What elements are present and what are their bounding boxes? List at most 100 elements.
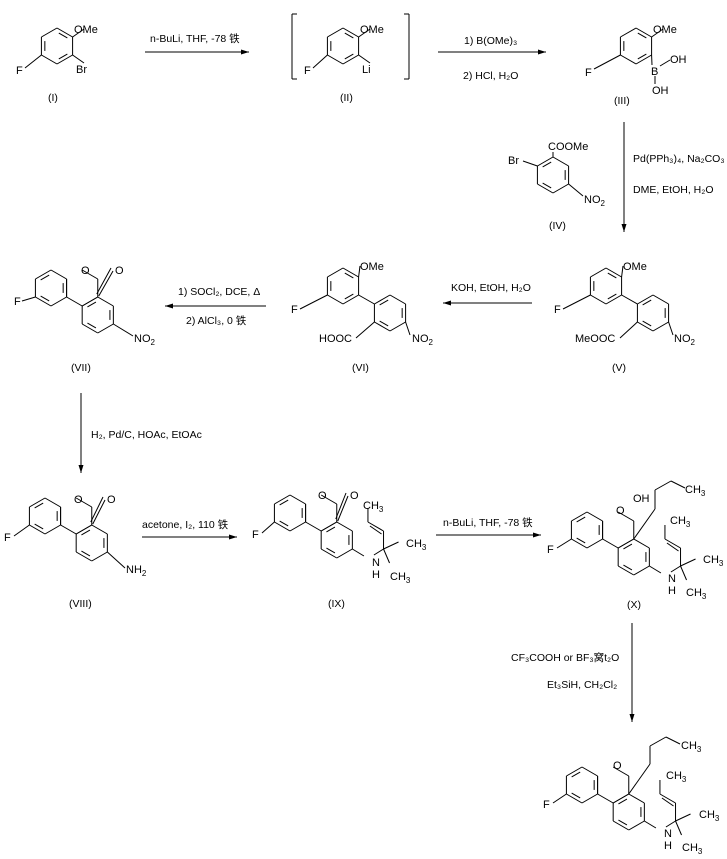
compound-VIII: O O F NH2 (VIII) (4, 494, 147, 610)
compound-V-ring-a-bond (590, 267, 607, 278)
bond (568, 183, 584, 197)
compound-label: (VIII) (69, 598, 92, 610)
substituent-ester: COOMe (548, 141, 588, 153)
butyl-terminal-methyl: CH3 (681, 740, 702, 754)
compound-final-ring-c-double-bond (618, 819, 628, 826)
compound-VI-ring-a-bond (327, 294, 344, 305)
step-2-condition-2: 2) HCl, H₂O (463, 70, 518, 82)
compound-X-ring-a-bond (586, 511, 603, 522)
compound-V-ring-b-bond (652, 321, 669, 332)
compound-VIII-ring-c-bond (91, 524, 108, 535)
compound-label: (I) (48, 92, 58, 104)
compound-final-dhq-bond (659, 793, 676, 804)
substituent-li: Li (362, 64, 371, 76)
bond (358, 294, 375, 305)
compound-final-ring-c-bond (628, 820, 645, 831)
compound-X-lactone-bond (602, 538, 619, 549)
substituent-ome: OMe (360, 24, 384, 36)
compound-X-ring-c-bond (633, 565, 650, 576)
compound-final-ring-c-bond (612, 820, 630, 831)
compound-IV: COOMe Br NO2 (IV) (508, 141, 606, 232)
compound-final-dhq-bond (644, 820, 657, 829)
compound-VIII-lactone-bond (75, 497, 93, 508)
compound-final: O F CH3 CH3 CH3 CH3 N H (543, 740, 720, 856)
bond (312, 54, 328, 69)
compound-III-ring-bond (635, 27, 652, 38)
compound-IV-ring-bond (552, 156, 569, 167)
step-6-condition: H₂, Pd/C, HOAc, EtOAc (91, 429, 202, 441)
methyl-2b: CH3 (686, 587, 707, 601)
bond (358, 54, 371, 64)
step-7-condition: acetone, I₂, 110 铁 (142, 518, 229, 531)
bond (619, 321, 638, 339)
bond (552, 793, 567, 804)
substituent-f: F (4, 532, 11, 544)
compound-X-ring-a-bond (571, 538, 588, 549)
substituent-ome: OMe (360, 261, 384, 273)
arrow-step-1-head (241, 49, 249, 55)
compound-X: O OH F CH3 CH3 CH3 CH3 N H (X) (547, 484, 724, 611)
compound-V: OMe F MeOOC NO2 (V) (554, 261, 696, 374)
step-4-condition: KOH, EtOH, H₂O (451, 282, 531, 294)
bond (299, 294, 328, 310)
amine-n: N (664, 828, 672, 840)
compound-VI-ring-a-double-bond (344, 293, 354, 300)
substituent-f: F (543, 799, 550, 811)
compound-VII-lactone-bond (66, 296, 83, 307)
bond (358, 265, 361, 278)
arrow-step-3-head (621, 224, 627, 232)
compound-III-ring-double-bond (637, 53, 647, 60)
compound-final-ring-a-bond (581, 766, 598, 777)
compound-final-ring-a-bond (566, 766, 583, 777)
step-5-condition-2: 2) AlCl₃, 0 铁 (186, 314, 247, 327)
compound-II-ring-bond (327, 54, 344, 65)
methyl-2a: CH3 (699, 809, 720, 823)
compound-VI-ring-b-double-bond (379, 299, 389, 306)
compound-final-dhq-bond (665, 820, 676, 828)
substituent-f: F (585, 67, 592, 79)
compound-label: (III) (614, 95, 630, 107)
bond (335, 492, 347, 520)
compound-V-ring-b-bond (637, 321, 654, 332)
compound-IX-ring-c-bond (320, 521, 338, 532)
compound-II-ring-bond (342, 54, 359, 65)
bond (405, 321, 411, 336)
compound-VIII-lactone-bond (60, 524, 77, 535)
substituent-ester: MeOOC (575, 333, 615, 345)
bond (654, 480, 672, 491)
compound-VI-ring-b-bond (389, 294, 406, 305)
compound-X-ring-c-bond (617, 538, 635, 549)
bond (358, 28, 371, 38)
bond (98, 270, 114, 297)
compound-V-ring-b-double-bond (642, 299, 652, 306)
substituent-f: F (14, 296, 21, 308)
bond (72, 54, 85, 64)
compound-X-ring-c-double-bond (623, 543, 633, 550)
arrow-step-7-head (229, 534, 237, 540)
compound-X-dhq-bond (649, 565, 662, 574)
substituent-no2: NO2 (584, 194, 606, 208)
compound-X-dhq-double (666, 542, 679, 552)
bond (621, 265, 624, 278)
compound-VII-ring-c-double-bond (87, 322, 97, 329)
compound-VIII-ring-a-bond (29, 524, 46, 535)
compound-label: (VI) (352, 362, 369, 374)
methyl-2a: CH3 (406, 538, 427, 552)
bond (261, 521, 275, 534)
bond (107, 551, 126, 569)
substituent-f: F (304, 65, 311, 77)
compound-final-ring-a-bond (581, 793, 598, 804)
compound-IV-ring-double-bond (542, 182, 552, 189)
compound-IX-gem-methyl (383, 541, 399, 550)
compound-IX-dhq-bond (367, 521, 384, 532)
bond (24, 54, 42, 69)
bond (92, 499, 106, 525)
methyl-4: CH3 (666, 770, 687, 784)
substituent-f: F (291, 304, 298, 316)
compound-VI: OMe F HOOC NO2 (VI) (291, 261, 434, 374)
bond (665, 736, 681, 745)
substituent-f: F (16, 65, 23, 77)
compound-VII-ring-a-bond (35, 296, 52, 307)
carbonyl-oxygen: O (115, 265, 124, 277)
compound-VII-lactone-bond (81, 269, 99, 280)
